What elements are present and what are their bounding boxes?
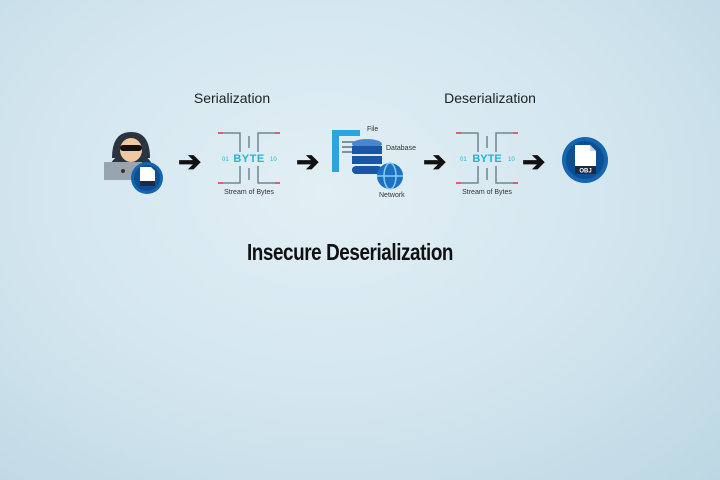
stream-label-1: Stream of Bytes [224,189,274,196]
database-icon [352,139,382,174]
stream-label-2: Stream of Bytes [462,189,512,196]
object-label: OBJ [579,169,591,175]
hacker-icon [104,132,163,194]
svg-text:10: 10 [508,157,515,163]
diagram-title: Insecure Deserialization [246,239,454,265]
svg-text:01: 01 [222,157,229,163]
svg-text:01: 01 [460,157,467,163]
object-file-icon: OBJ [562,137,608,183]
arrow-right-icon: ➔ [296,146,320,177]
file-label: File [367,126,379,133]
network-globe-icon [377,162,403,190]
object-file-icon [131,162,163,194]
byte-text: BYTE [233,153,264,165]
byte-stream-icon: BYTE 01 10 [218,132,280,184]
arrow-right-icon: ➔ [423,146,447,177]
svg-text:10: 10 [270,157,277,163]
serialization-label: Serialization [193,90,271,106]
database-label: Database [386,145,416,152]
byte-text: BYTE [472,153,501,165]
storage-icons [332,130,403,190]
arrow-right-icon: ➔ [522,146,546,177]
deserialization-label: Deserialization [444,90,536,106]
network-label: Network [379,192,405,199]
byte-stream-icon: BYTE 01 10 [456,132,518,184]
arrow-right-icon: ➔ [178,146,202,177]
